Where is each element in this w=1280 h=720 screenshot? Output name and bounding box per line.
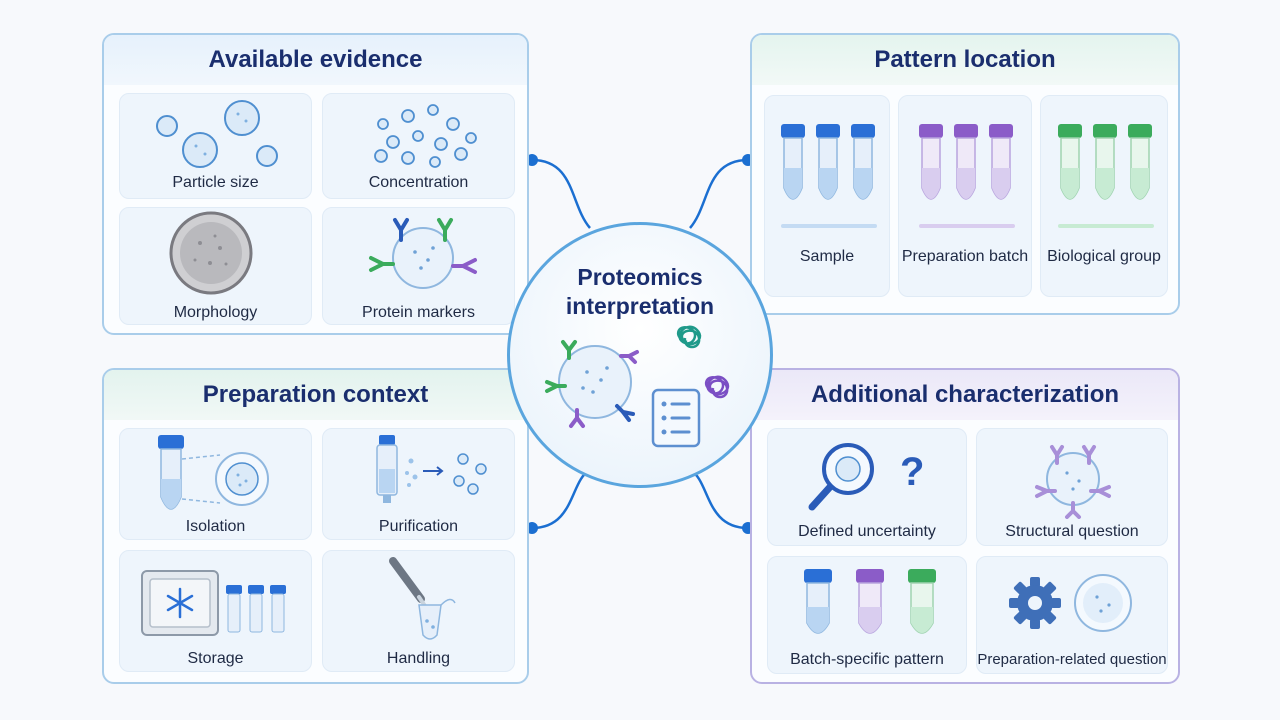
- panel-title: Available evidence: [104, 35, 527, 85]
- card-particle-size: Particle size: [119, 93, 312, 199]
- card-isolation: Isolation: [119, 428, 312, 540]
- magnifier-question-icon: ?: [808, 443, 924, 511]
- protein-tangle-icon: [677, 325, 730, 399]
- card-purification: Purification: [322, 428, 515, 540]
- panel-title: Preparation context: [104, 370, 527, 420]
- additional-characterization-panel: Additional characterization ? Defined un…: [750, 368, 1180, 684]
- card-label: Preparation-related question: [977, 651, 1167, 668]
- dots-icon: [374, 104, 477, 168]
- morphology-icon: [169, 211, 253, 295]
- svg-text:?: ?: [900, 450, 924, 494]
- card-label: Morphology: [173, 304, 258, 321]
- green-tubes-icon: [1058, 124, 1154, 228]
- card-label: Sample: [799, 248, 855, 265]
- card-label: Storage: [187, 650, 244, 667]
- proteomics-interpretation-hub: Proteomics interpretation: [507, 222, 773, 488]
- card-label: Handling: [386, 650, 451, 667]
- hub-title-line1: Proteomics: [577, 264, 703, 290]
- tube-zoom-icon: [158, 435, 269, 510]
- card-structural-question: Structural question: [976, 428, 1168, 546]
- card-label: Purification: [378, 518, 459, 535]
- connector-dot: [526, 154, 538, 166]
- card-concentration: Concentration: [322, 93, 515, 199]
- panel-title: Additional characterization: [752, 370, 1178, 420]
- vesicle-icon: [545, 340, 639, 428]
- card-preparation-related-question: Preparation-related question: [976, 556, 1168, 674]
- purple-tubes-icon: [919, 124, 1015, 228]
- available-evidence-panel: Available evidence Particle size Concent…: [102, 33, 529, 335]
- blue-tubes-icon: [781, 124, 877, 228]
- card-handling: Handling: [322, 550, 515, 672]
- pattern-location-panel: Pattern location Sample: [750, 33, 1180, 315]
- card-morphology: Morphology: [119, 207, 312, 325]
- card-label: Preparation batch: [901, 248, 1029, 265]
- checklist-icon: [651, 388, 701, 448]
- card-label: Isolation: [185, 518, 246, 535]
- card-protein-markers: Protein markers: [322, 207, 515, 325]
- column-icon: [376, 435, 487, 503]
- card-sample: Sample: [764, 95, 890, 297]
- card-batch-specific-pattern: Batch-specific pattern: [767, 556, 967, 674]
- card-label: Structural question: [1005, 523, 1139, 540]
- preparation-context-panel: Preparation context Isolation Purificati…: [102, 368, 529, 684]
- card-label: Batch-specific pattern: [790, 651, 944, 668]
- card-label: Particle size: [172, 174, 259, 191]
- card-defined-uncertainty: ? Defined uncertainty: [767, 428, 967, 546]
- panel-title: Pattern location: [752, 35, 1178, 85]
- mixed-tubes-icon: [804, 569, 936, 634]
- vesicle-question-icon: [1035, 445, 1111, 519]
- card-label: Protein markers: [362, 304, 475, 321]
- connector-dot: [526, 522, 538, 534]
- gear-vesicle-icon: [1009, 574, 1132, 632]
- card-biological-group: Biological group: [1040, 95, 1168, 297]
- freezer-icon: [141, 570, 286, 636]
- marker-vesicle-icon: [369, 218, 477, 289]
- hub-title-line2: interpretation: [565, 293, 715, 319]
- card-preparation-batch: Preparation batch: [898, 95, 1032, 297]
- card-label: Concentration: [368, 174, 469, 191]
- hub-illustration: [545, 325, 730, 448]
- card-label: Biological group: [1047, 248, 1161, 265]
- pipette-icon: [389, 557, 456, 640]
- particles-icon: [156, 100, 278, 168]
- card-label: Defined uncertainty: [798, 523, 936, 540]
- card-storage: Storage: [119, 550, 312, 672]
- hub-title: Proteomics interpretation: [510, 263, 770, 321]
